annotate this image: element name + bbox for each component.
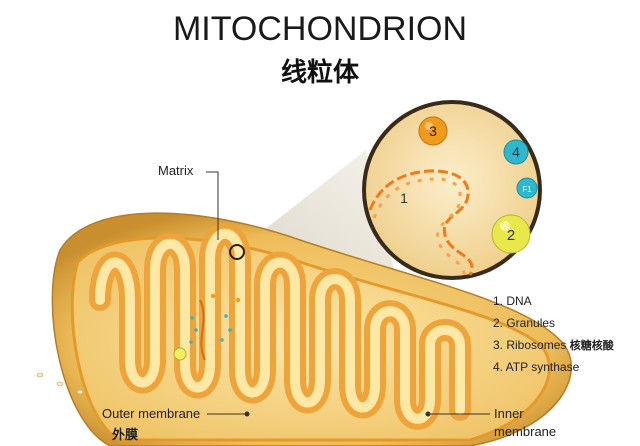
page-subtitle: 线粒体	[280, 58, 359, 88]
leader-lines	[206, 171, 490, 417]
legend-ribosomes-cn: 核糖核酸	[569, 339, 614, 352]
legend-item-atp-synthase: 4. ATP synthase	[493, 360, 580, 374]
marker-f1-label: F1	[522, 185, 532, 194]
dna-strand-a	[368, 169, 474, 276]
marker-1-label: 1	[400, 190, 408, 206]
zoom-origin	[229, 244, 245, 260]
granule-marker	[491, 214, 531, 254]
inner-membrane-label-2: membrane	[494, 424, 557, 439]
legend-item-ribosomes: 3. Ribosomes 核糖核酸	[493, 338, 614, 352]
dna-strand-b	[372, 177, 466, 278]
outer-membrane-cn-label: 外膜	[112, 428, 139, 443]
cristae-highlight	[95, 228, 465, 424]
legend-item-dna: 1. DNA	[493, 294, 532, 308]
legend: 1. DNA 2. Granules 3. Ribosomes 核糖核酸 4. …	[493, 293, 614, 381]
outer-membrane-label: Outer membrane	[102, 406, 201, 421]
marker-4-label: 4	[512, 144, 520, 160]
atp-synthase-marker	[503, 139, 538, 199]
matrix-label: Matrix	[158, 163, 194, 178]
inner-membrane-label-1: Inner	[494, 406, 524, 421]
page-title: MITOCHONDRION	[172, 10, 468, 48]
matrix-particles	[173, 293, 241, 361]
legend-item-granules: 2. Granules	[493, 316, 556, 330]
marker-3-label: 3	[429, 123, 437, 139]
marker-2-label: 2	[507, 227, 515, 244]
ribosome-marker	[418, 116, 448, 146]
